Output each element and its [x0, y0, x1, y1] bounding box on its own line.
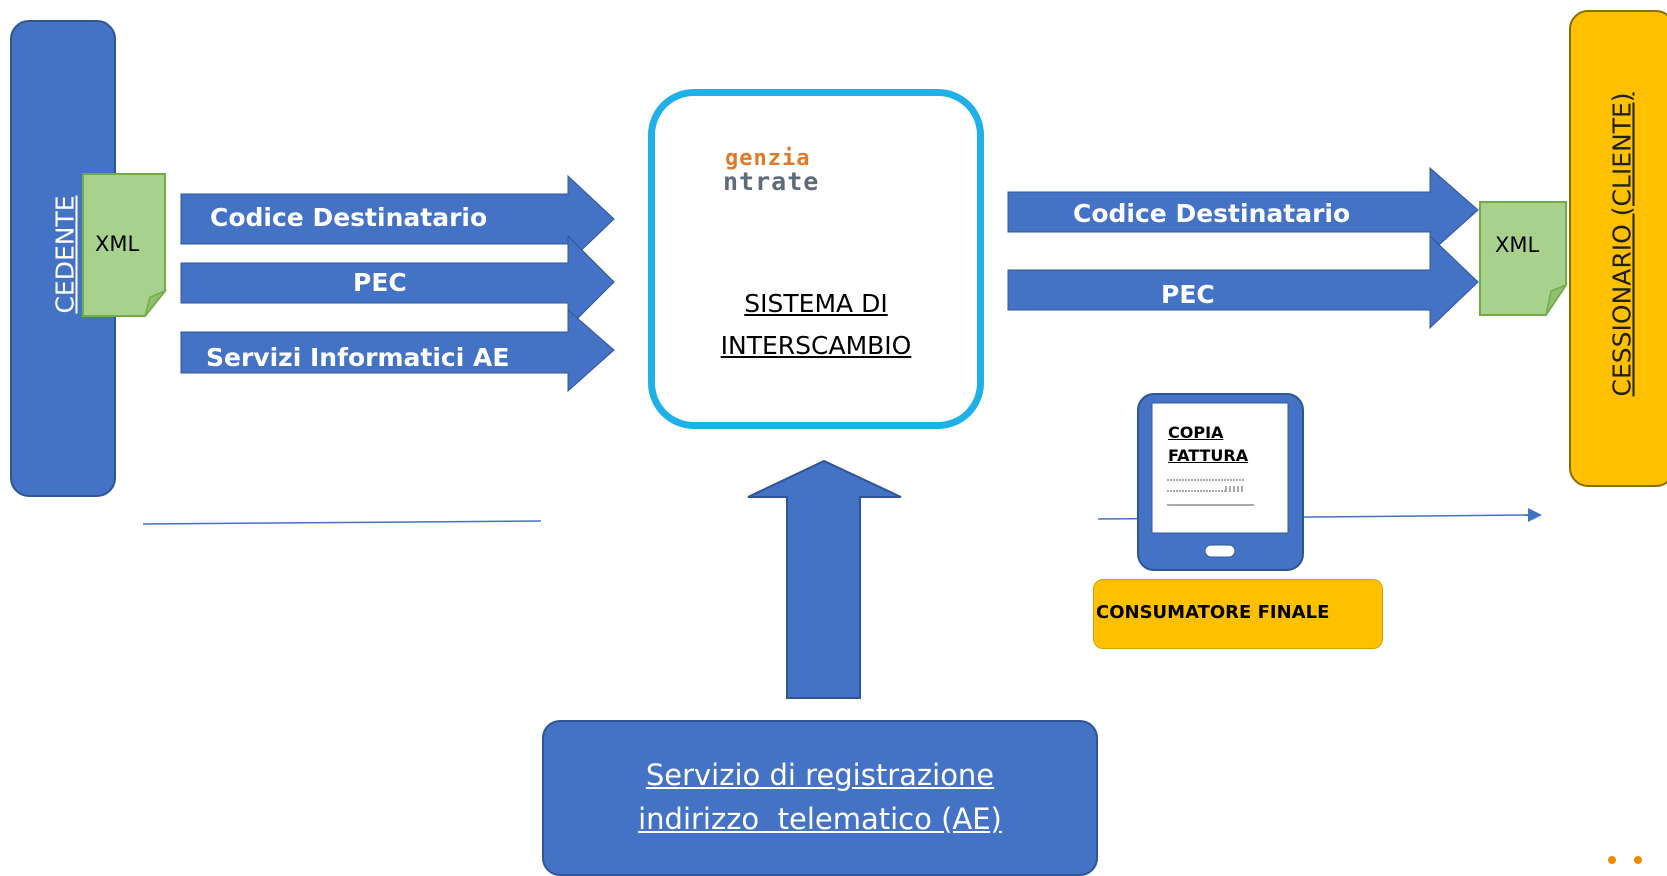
- registrazione-line2: indirizzo telematico (AE): [638, 802, 1002, 836]
- decorative-dot: [1634, 856, 1642, 864]
- xml-label-left: XML: [95, 232, 140, 256]
- sistema-di-interscambio-box: [648, 89, 984, 429]
- tablet-title: COPIA FATTURA: [1168, 421, 1248, 467]
- sdi-title-line1: SISTEMA DI: [744, 289, 888, 318]
- arrow-label-servizi-left: Servizi Informatici AE: [206, 343, 510, 372]
- decorative-dot: [1608, 856, 1616, 864]
- arrow-up-registrazione: [747, 459, 902, 699]
- consumatore-finale-label: CONSUMATORE FINALE: [1096, 602, 1330, 623]
- arrow-codice-destinatario-right: [1007, 166, 1479, 255]
- sdi-title: SISTEMA DI INTERSCAMBIO: [660, 283, 972, 367]
- cessionario-panel: [1569, 10, 1667, 487]
- tablet-screen: [1151, 402, 1289, 534]
- xml-label-right: XML: [1495, 233, 1540, 257]
- logo-text-genzia: genzia: [725, 146, 811, 171]
- arrow-label-pec-right: PEC: [1161, 280, 1215, 309]
- registrazione-line1: Servizio di registrazione: [645, 758, 995, 792]
- tablet-title-line2: FATTURA: [1168, 446, 1249, 465]
- arrow-codice-destinatario-left: [180, 174, 615, 265]
- arrow-label-pec-left: PEC: [353, 268, 407, 297]
- tablet-title-line1: COPIA: [1168, 423, 1224, 442]
- arrow-label-codice-destinatario-left: Codice Destinatario: [210, 203, 488, 232]
- logo-text-ntrate: ntrate: [723, 167, 820, 196]
- arrow-servizi-left: [180, 308, 615, 393]
- tablet-home-button: [1204, 544, 1236, 558]
- servizio-registrazione-box: [542, 720, 1098, 876]
- xml-document-right-fold: [1545, 283, 1568, 316]
- servizio-registrazione-label: Servizio di registrazione indirizzo tele…: [542, 753, 1098, 841]
- arrow-label-codice-destinatario-right: Codice Destinatario: [1073, 199, 1351, 228]
- xml-document-left-fold: [144, 289, 168, 317]
- cedente-label: CEDENTE: [50, 195, 80, 314]
- connector-arrowhead: [1528, 508, 1542, 522]
- arrow-pec-right: [1007, 234, 1479, 330]
- consumatore-finale-box: [1093, 579, 1383, 649]
- arrow-pec-left: [180, 234, 615, 330]
- tablet-invoice-lines: [1167, 479, 1254, 506]
- cessionario-label: CESSIONARIO (CLIENTE): [1607, 92, 1637, 397]
- connector-line-left: [142, 520, 542, 525]
- sdi-title-line2: INTERSCAMBIO: [720, 331, 912, 360]
